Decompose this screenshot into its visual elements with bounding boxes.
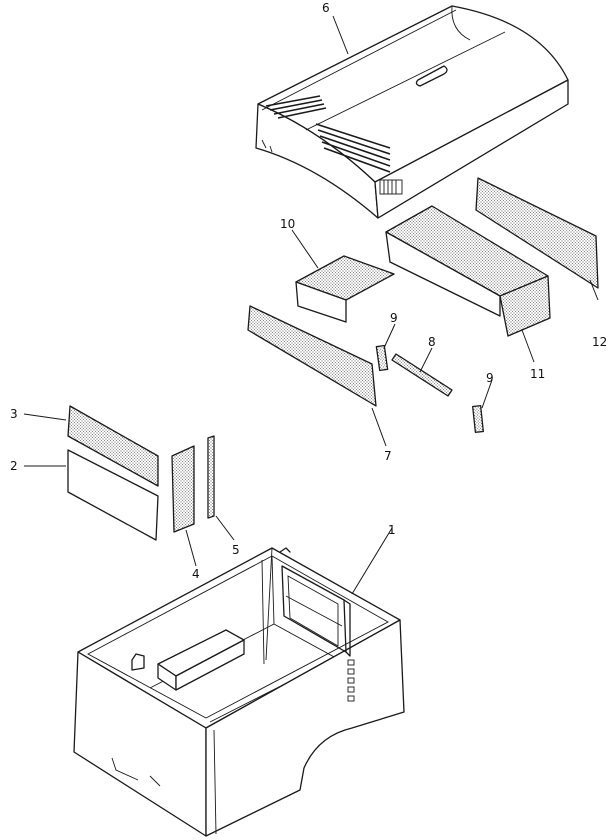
callout-2: 2 <box>10 459 18 473</box>
part-11-roof-insulation <box>385 205 551 337</box>
part-8-long-strip <box>391 353 453 397</box>
cabin-side-vent <box>347 659 355 702</box>
callout-11: 11 <box>530 367 545 381</box>
callout-8: 8 <box>428 335 436 349</box>
callout-5: 5 <box>232 543 240 557</box>
callout-1: 1 <box>388 523 396 537</box>
callout-6: 6 <box>322 1 330 15</box>
part-5-vertical-strip <box>207 435 215 519</box>
top-cover-side-vent <box>379 179 403 195</box>
part-1-cabin-body <box>73 547 405 837</box>
part-10-small-insulation <box>295 255 395 323</box>
part-7-front-insulation-panel <box>247 305 377 407</box>
callout-4: 4 <box>192 567 200 581</box>
top-cover-grille-right <box>315 123 391 173</box>
leader-lines <box>23 15 599 595</box>
part-4-vertical-insulation <box>171 445 195 533</box>
part-12-rear-insulation-panel <box>475 177 599 289</box>
part-2-side-panel <box>67 449 159 541</box>
callout-9-upper: 9 <box>390 311 398 325</box>
callout-7: 7 <box>384 449 392 463</box>
top-cover-grille-left <box>265 95 327 119</box>
callout-labels: 6 10 12 11 9 8 9 7 3 2 4 5 1 <box>10 1 607 581</box>
part-3-side-insulation <box>67 405 159 487</box>
callout-3: 3 <box>10 407 18 421</box>
part-6-top-cover <box>255 5 569 219</box>
part-9-strip-upper <box>375 344 389 372</box>
callout-12: 12 <box>592 335 607 349</box>
part-9-strip-lower <box>472 405 484 433</box>
callout-10: 10 <box>280 217 295 231</box>
callout-9-lower: 9 <box>486 371 494 385</box>
